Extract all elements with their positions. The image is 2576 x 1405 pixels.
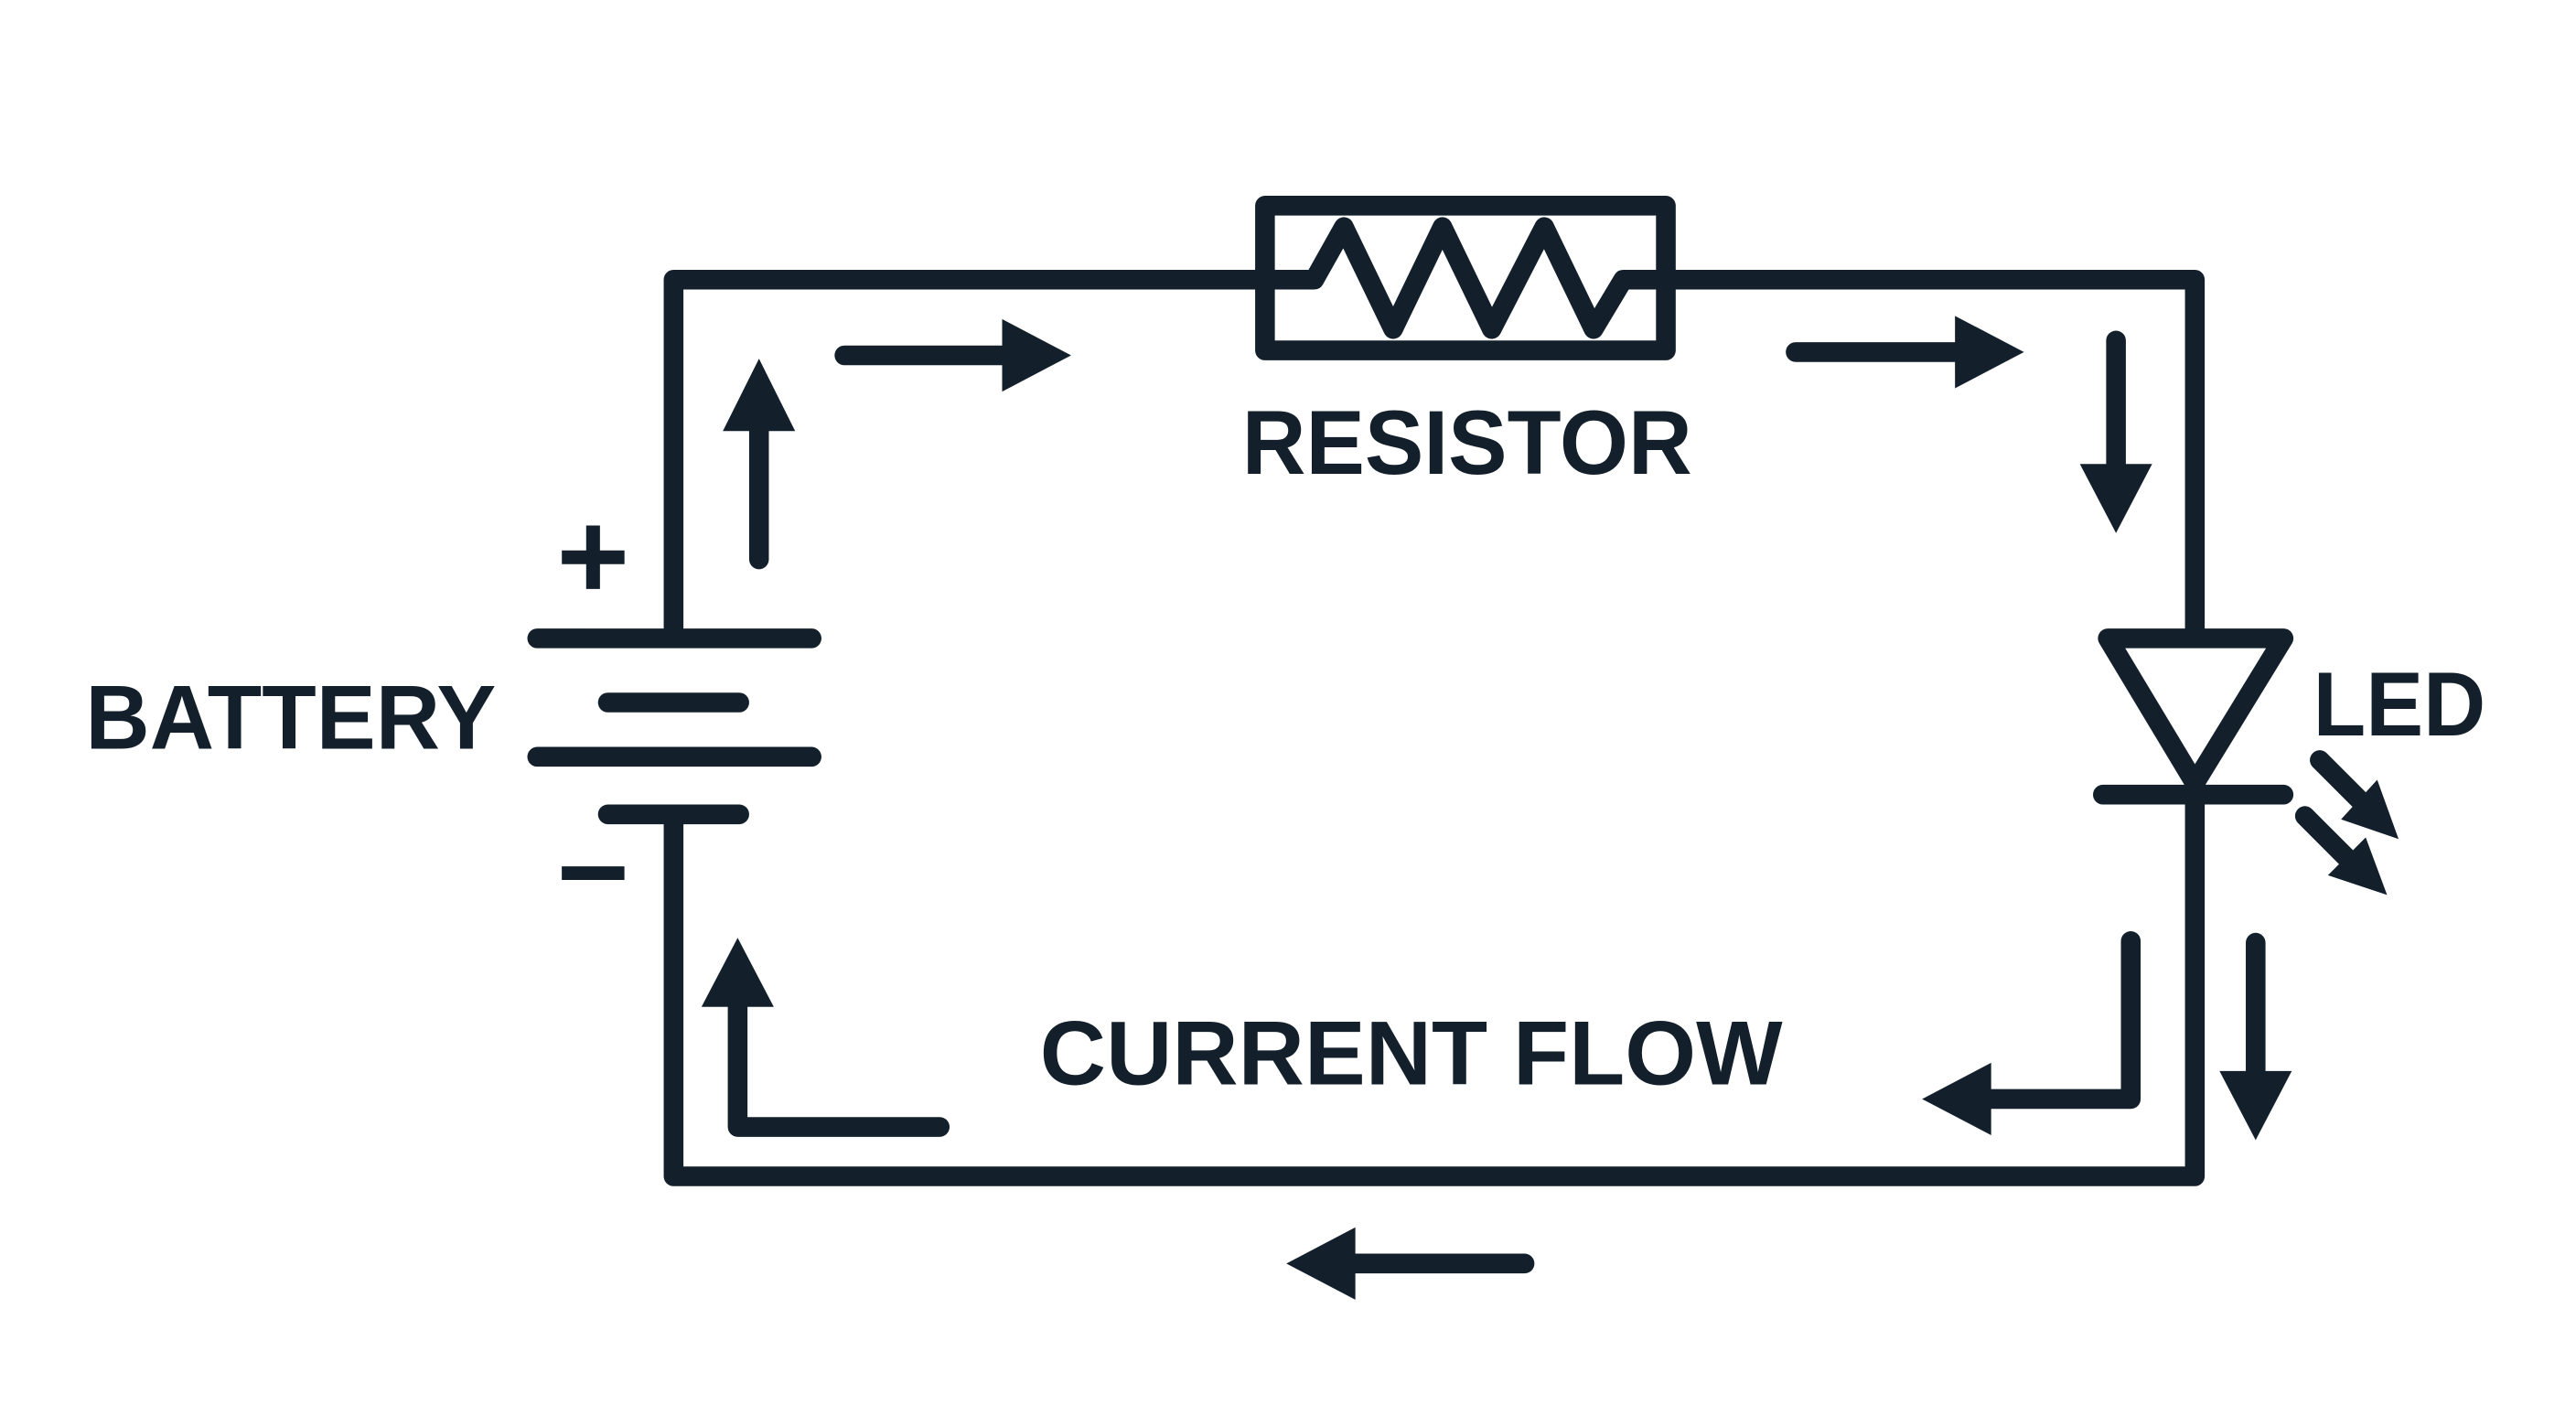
current-flow-label: CURRENT FLOW: [1040, 1003, 1783, 1103]
led-emission-arrowhead-1: [2341, 779, 2399, 840]
led-emission-stem-2: [2294, 806, 2356, 867]
arrow-return-left-stem: [727, 996, 950, 1137]
arrow-return-right-stem: [1974, 931, 2141, 1110]
wire-left-top: [663, 269, 1272, 644]
arrow-left-bottom-head: [1286, 1227, 1356, 1300]
arrow-return-left-head: [701, 938, 774, 1007]
battery-symbol: [527, 628, 821, 825]
arrow-right-top-right-head: [1955, 316, 2024, 389]
current-flow-arrows: [701, 316, 2292, 1300]
led-triangle: [2098, 628, 2294, 793]
led-emission-stem-1: [2310, 750, 2369, 810]
led-symbol: [2093, 628, 2399, 896]
battery-minus-sign: −: [556, 801, 629, 941]
battery-plus-sign: +: [556, 486, 629, 626]
led-label: LED: [2313, 654, 2486, 755]
wire-top-right: [1658, 269, 2206, 644]
arrow-right-top-left-head: [1002, 318, 1071, 392]
led-emission-arrowhead-2: [2327, 837, 2388, 896]
resistor-symbol: [1255, 196, 1676, 360]
wire-right-bottom: [663, 784, 2206, 1186]
resistor-zigzag: [1255, 217, 1676, 339]
resistor-label: RESISTOR: [1242, 392, 1692, 493]
arrow-down-right-head: [2079, 464, 2152, 533]
arrow-return-right-head: [1922, 1062, 1991, 1136]
arrow-up-left-head: [723, 359, 796, 432]
arrow-down-led-head: [2219, 1070, 2292, 1141]
circuit-wires: [663, 269, 2206, 1186]
battery-label: BATTERY: [85, 667, 496, 767]
